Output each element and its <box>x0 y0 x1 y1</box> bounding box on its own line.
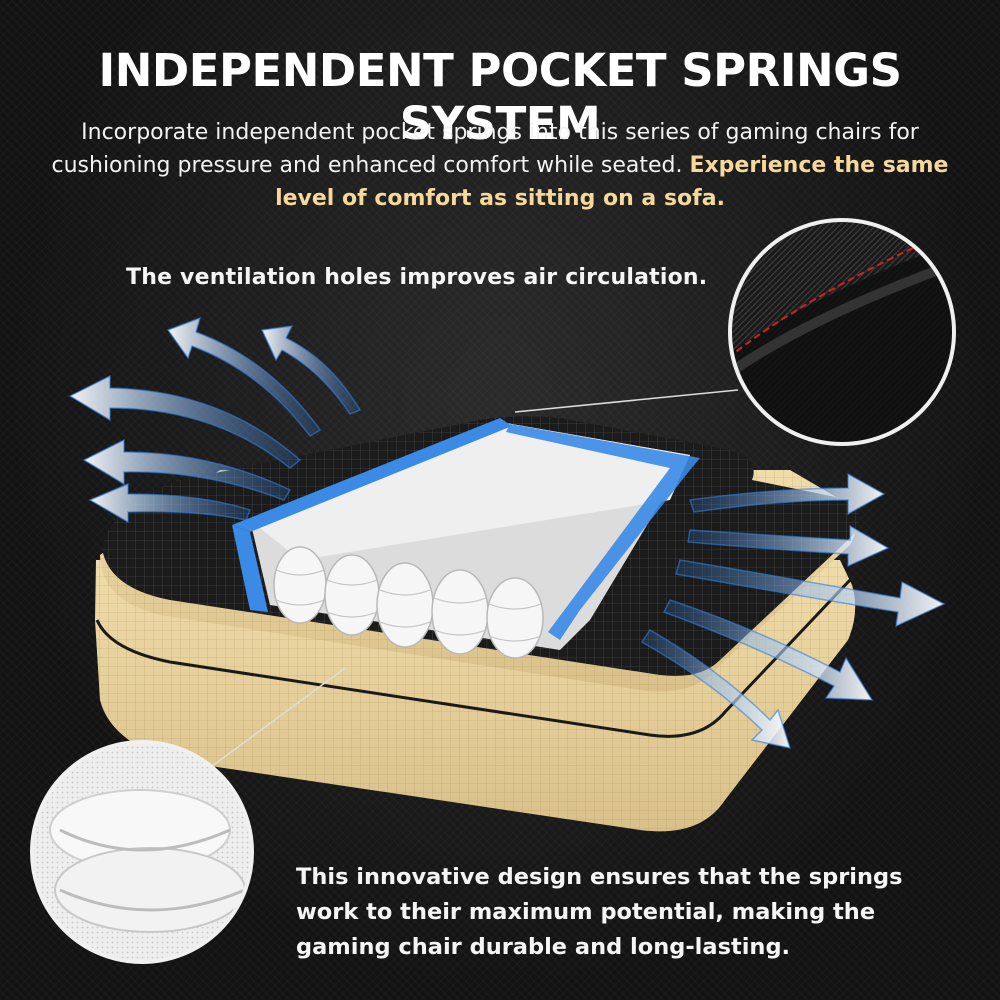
fabric-zoom-circle <box>728 218 956 446</box>
page-title: INDEPENDENT POCKET SPRINGS SYSTEM <box>98 44 902 150</box>
spring-cutaway <box>232 418 700 659</box>
intro-highlight-text: Experience the same level of comfort as … <box>275 153 949 211</box>
spring-zoom-circle <box>30 740 254 964</box>
design-callout: This innovative design ensures that the … <box>296 864 903 960</box>
ventilation-callout: The ventilation holes improves air circu… <box>126 265 708 290</box>
airflow-arrow-icon <box>640 472 946 749</box>
intro-paragraph: Incorporate independent pocket springs i… <box>40 116 960 215</box>
airflow-arrow-icon <box>68 316 362 524</box>
callout-line-top <box>514 389 739 413</box>
callout-line-bottom <box>199 667 346 776</box>
intro-plain-text: Incorporate independent pocket springs i… <box>51 120 919 178</box>
